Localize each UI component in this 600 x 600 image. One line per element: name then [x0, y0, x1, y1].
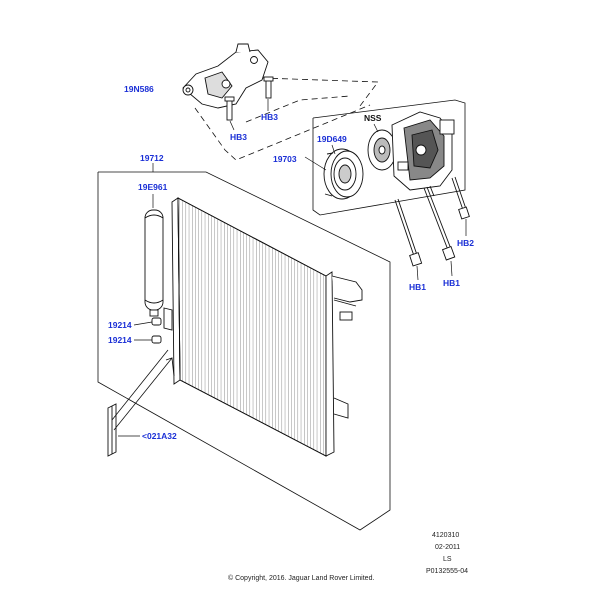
hb1-left-label: HB1 [409, 282, 427, 292]
nss-leader [373, 123, 379, 133]
condenser-group-outline [97, 171, 391, 531]
condenser-drawing [163, 197, 363, 457]
receiver-drier-label: 19E961 [138, 182, 168, 192]
diagram-variant: LS [443, 556, 452, 563]
hb3-left-label: HB3 [230, 132, 248, 142]
diagram-code: 4120310 [432, 532, 460, 539]
seal-strip-drawing [107, 403, 117, 457]
compressor-label: 19703 [273, 154, 297, 164]
o-ring-lower-label: 19214 [108, 335, 132, 345]
diagram-date: 02-2011 [435, 544, 461, 551]
o-ring-upper-label: 19214 [108, 320, 132, 330]
dashed-leaders [194, 77, 379, 161]
compressor-leaders [304, 144, 336, 171]
compressor-bolts-drawing [394, 176, 470, 267]
seal-strip-leaders [111, 349, 173, 437]
bracket-label: 19N586 [124, 84, 154, 94]
mounting-bracket-drawing [182, 43, 269, 109]
bolt-leaders [416, 219, 467, 281]
copyright-notice: © Copyright, 2016. Jaguar Land Rover Lim… [228, 575, 375, 582]
hb3-bolts-drawing [224, 76, 274, 121]
hb1-right-label: HB1 [443, 278, 461, 288]
o-rings-drawing [151, 317, 162, 344]
hb3-leaders [229, 99, 269, 131]
hb3-right-label: HB3 [261, 112, 279, 122]
pulley-label: 19D649 [317, 134, 347, 144]
illustration-id: P0132555-04 [426, 568, 469, 575]
seal-strip-label: <021A32 [142, 431, 177, 441]
hb2-label: HB2 [457, 238, 475, 248]
compressor-group-outline [312, 99, 466, 216]
compressor-drawing [367, 111, 455, 197]
condenser-label: 19712 [140, 153, 164, 163]
nss-label: NSS [364, 113, 382, 123]
o-ring-leaders [133, 321, 153, 341]
pulley-drawing [323, 148, 364, 200]
receiver-drier-drawing [144, 209, 164, 317]
